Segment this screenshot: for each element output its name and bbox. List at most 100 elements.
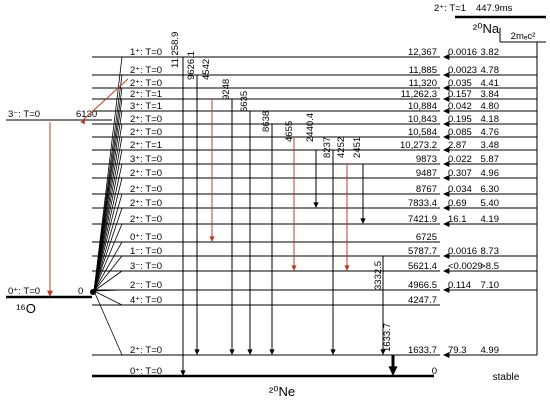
beta-logft: 6.30 [481,184,500,195]
ne-level-label: 3⁻: T=0 [130,261,162,272]
gamma-energy-label: 2440.4 [305,113,316,142]
alpha-threshold-link [93,136,123,292]
alpha-threshold-link [93,163,123,292]
beta-feed-arrowhead [443,175,450,181]
ne-level-label: 0⁺: T=0 [130,366,162,377]
beta-branch: 0.195 [448,114,472,125]
ne-ground-branch: stable [493,372,520,383]
ne-level-energy: 1633.7 [408,345,437,356]
gamma-energy-label: 9626.1 [186,51,197,80]
alpha-threshold-link [93,207,123,292]
gamma-energy-label: 1633.7 [382,323,393,352]
beta-branch: 2.87 [448,140,467,151]
ne-level-label: 2⁺: T=1 [130,140,162,151]
beta-branch: 16.1 [448,214,467,225]
alpha-threshold-node [90,289,96,295]
ne-level-label: 2⁺: T=0 [130,214,162,225]
ne-level-label: 2⁺: T=0 [130,114,162,125]
alpha-threshold-link [93,241,123,292]
beta-feed-arrowhead [443,221,450,227]
alpha-link-red [82,78,129,121]
ne-level-energy: 0 [432,366,437,377]
alpha-threshold-link [93,289,123,292]
beta-branch: 0.307 [448,168,472,179]
gamma-arrowhead [180,370,186,376]
gamma-arrowhead [380,349,386,355]
gamma-arrowhead [269,349,275,355]
beta-feed-arrowhead [443,205,450,211]
beta-branch: 0.022 [448,154,472,165]
gamma-arrowhead [313,202,319,208]
ne-level-energy: 6725 [416,232,437,243]
o16-gamma-arrowhead [47,290,53,297]
beta-logft: 4.80 [481,101,500,112]
beta-feed-arrowhead [443,352,450,358]
beta-branch: 0.0023 [448,65,477,76]
o16-level-label: 3⁻: T=0 [8,109,40,120]
beta-logft: 4.18 [481,114,500,125]
beta-feed-arrowhead [443,147,450,153]
ne-level-energy: 10,584 [408,127,437,138]
o16-nucleus-name: ¹⁶O [16,301,36,316]
beta-branch: <0.0029 [448,261,483,272]
ne-level-energy: 9873 [416,154,437,165]
alpha-link-arrowhead [80,119,85,125]
ne-nucleus-name: ²⁰Ne [269,384,295,399]
ne-level-label: 2⁺: T=0 [130,78,162,89]
beta-feed-arrowhead [443,85,450,91]
beta-branch: 0.035 [448,78,472,89]
beta-logft: 4.76 [481,127,500,138]
ne-level-energy: 10,273.2 [400,140,437,151]
beta-feed-arrowhead [443,134,450,140]
beta-branch: 0.157 [448,89,472,100]
ne-level-energy: 8767 [416,184,437,195]
gamma-energy-label: 4252 [336,137,347,158]
gamma-energy-label: 6635 [239,91,250,112]
alpha-threshold-link [93,255,123,292]
alpha-threshold-link [93,223,123,292]
ne-level-label: 3⁺: T=0 [130,154,162,165]
beta-logft: 4.96 [481,168,500,179]
gamma-energy-label: 8237 [322,137,333,158]
o16-level-energy: 0 [78,286,83,297]
ne-level-energy: 9487 [416,168,437,179]
ne-level-label: 2⁺: T=0 [130,127,162,138]
gamma-arrowhead [247,349,253,355]
ne-level-energy: 11,320 [409,78,437,89]
gamma-arrowhead [360,218,366,224]
beta-branch: 79.3 [448,345,467,356]
ne-level-energy: 12,367 [408,47,437,58]
beta-logft: 4.41 [481,78,500,89]
ne-level-energy: 5787.7 [408,246,437,257]
beta-branch: 0.69 [448,198,467,209]
ne-level-energy: 4247.7 [408,295,437,306]
ne-level-energy: 5621.4 [408,261,437,272]
alpha-threshold-link [93,177,123,292]
ne-level-label: 2⁻: T=0 [130,280,162,291]
o16-level-energy: 6130 [76,109,97,120]
gamma-energy-label: 8638 [261,111,272,132]
parent-mass-label: 2mₑc² [511,31,536,42]
o16-level-label: 0⁺: T=0 [8,286,40,297]
beta-logft: 3.84 [481,89,500,100]
ne-level-energy: 7421.9 [408,214,437,225]
beta-logft: 4.19 [481,214,500,225]
ne-level-label: 2⁺: T=0 [130,184,162,195]
gamma-energy-label: 4655 [284,121,295,142]
gamma-arrowhead [388,366,398,376]
ne-level-energy: 11,885 [409,65,437,76]
beta-feed-arrowhead [443,287,450,293]
gamma-energy-label: 2451 [352,137,363,158]
beta-branch: 0.0016 [448,246,477,257]
beta-logft: 3.82 [481,47,500,58]
beta-logft: 4.99 [481,345,500,356]
ne-level-label: 2⁺: T=0 [130,345,162,356]
beta-logft: 5.87 [481,154,500,165]
beta-branch: 0.114 [448,280,471,291]
beta-feed-arrowhead [443,121,450,127]
ne-level-label: 2⁺: T=0 [130,198,162,209]
beta-feed-arrowhead [443,268,450,274]
beta-feed-arrowhead [443,72,450,78]
